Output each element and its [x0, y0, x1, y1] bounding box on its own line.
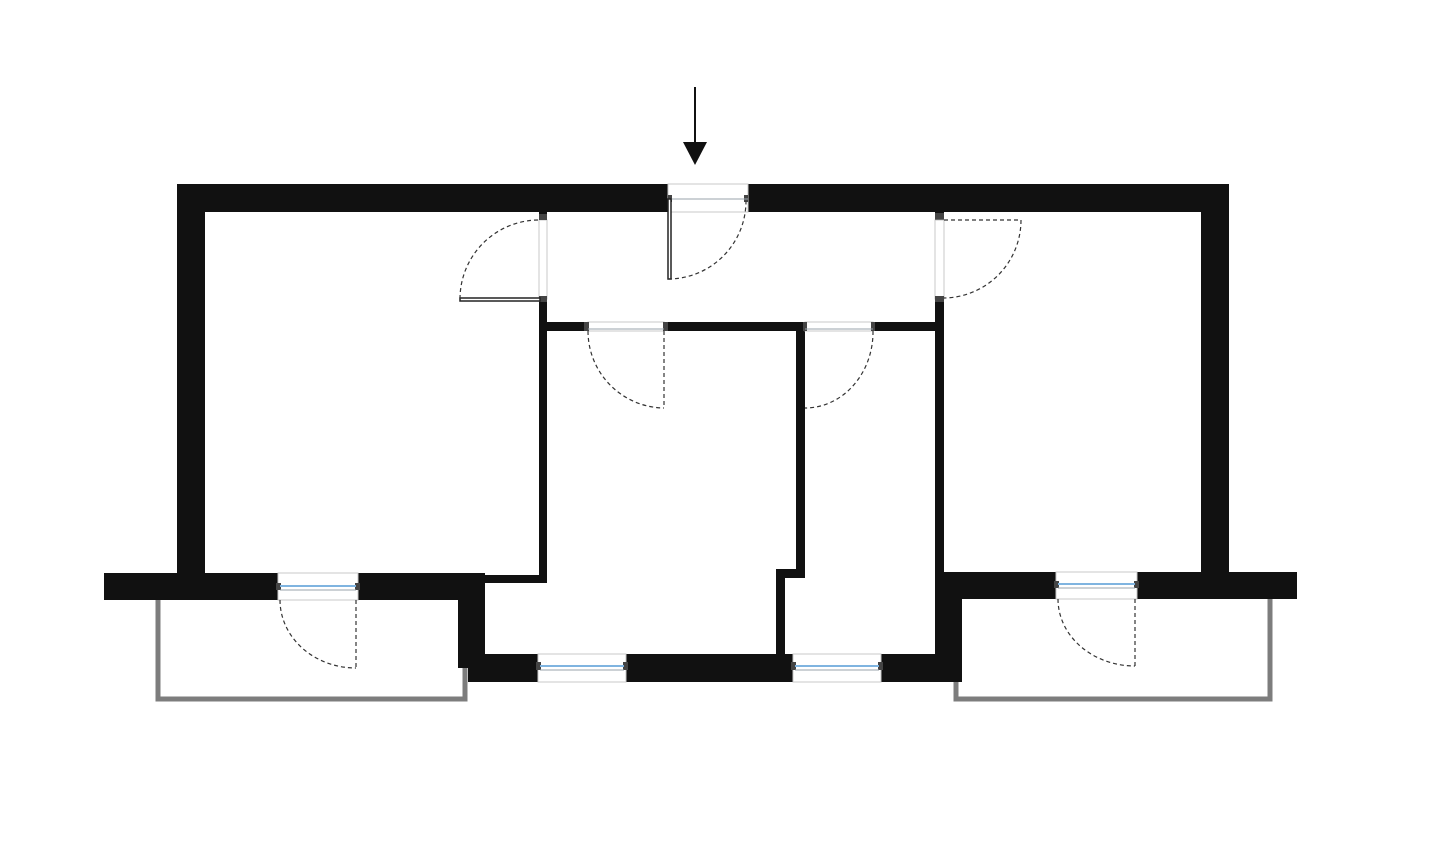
- east-balcony-door[interactable]: [1054, 571, 1139, 667]
- entrance-door[interactable]: [667, 183, 749, 280]
- outer-east-wall: [1201, 184, 1229, 579]
- east-balcony: [953, 598, 1273, 702]
- center-room-east-lower: [776, 569, 785, 669]
- east-balcony-side: [935, 572, 962, 682]
- center-south-window: [536, 653, 628, 683]
- south-core-wall-middle: [626, 654, 793, 682]
- east-balcony-wall-right: [1137, 572, 1297, 599]
- east-room-door[interactable]: [934, 213, 1022, 302]
- center-room-door[interactable]: [584, 321, 668, 409]
- east-room-partition: [935, 212, 944, 582]
- center-room-east-partition: [796, 322, 805, 578]
- south-core-wall-west: [468, 654, 538, 682]
- west-room-bottom: [485, 575, 547, 583]
- west-balcony-door[interactable]: [276, 572, 360, 669]
- outer-north-wall-east: [748, 184, 1229, 212]
- west-room-partition: [539, 212, 547, 583]
- entry-arrow: [683, 87, 707, 165]
- narrow-south-window: [791, 653, 883, 683]
- west-balcony: [155, 598, 468, 702]
- hall-partition-right: [873, 322, 943, 331]
- center-room-east-jog: [776, 569, 805, 578]
- outer-west-wall: [177, 184, 205, 579]
- walls: [104, 184, 1297, 682]
- west-balcony-wall-left: [104, 573, 278, 600]
- hall-partition-middle: [664, 322, 805, 331]
- west-room-door[interactable]: [459, 214, 548, 302]
- west-balcony-side: [458, 573, 485, 668]
- narrow-room-door[interactable]: [803, 321, 875, 409]
- outer-north-wall-west: [177, 184, 668, 212]
- hall-partition-left: [539, 322, 588, 331]
